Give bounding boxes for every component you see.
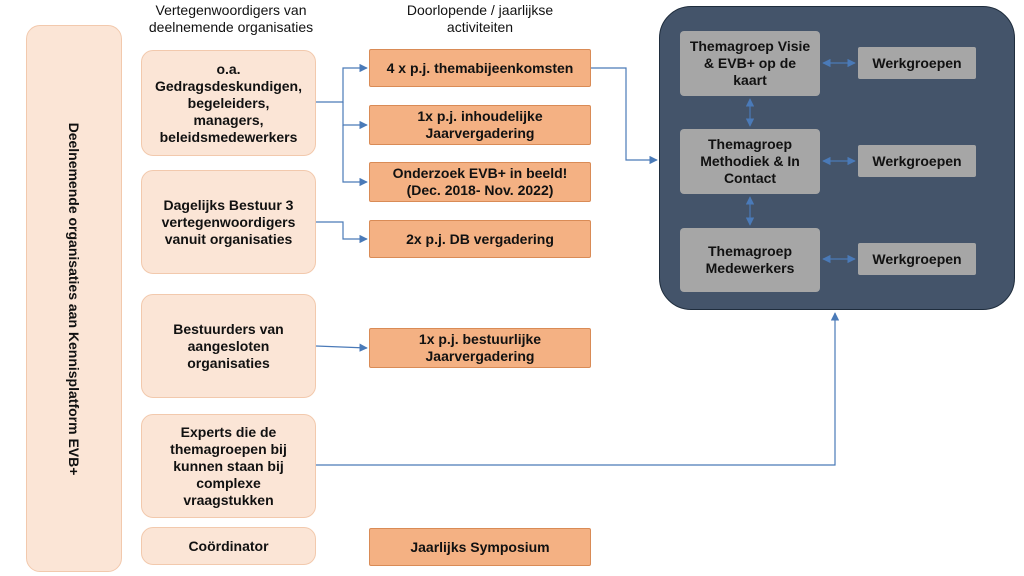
connector-theme-meetings-to-panel	[591, 67, 658, 165]
activity-theme-meetings: 4 x p.j. themabijeenkomsten	[369, 49, 591, 87]
header-representatives: Vertegenwoordigers van deelnemende organ…	[148, 2, 314, 35]
connector-directors-to-board-meeting	[315, 343, 368, 352]
rep-box-directors: Bestuurders van aangesloten organisaties	[141, 294, 316, 398]
werkgroepen-box-2: Werkgroepen	[858, 145, 976, 177]
werkgroepen-box-1: Werkgroepen	[858, 47, 976, 79]
activity-research: Onderzoek EVB+ in beeld! (Dec. 2018- Nov…	[369, 162, 591, 202]
themagroep-methodiek: Themagroep Methodiek & In Contact	[680, 129, 820, 194]
activity-symposium: Jaarlijks Symposium	[369, 528, 591, 566]
connector-staff-to-research	[342, 125, 368, 187]
rep-box-experts: Experts die de themagroepen bij kunnen s…	[141, 414, 316, 518]
connector-staff-to-theme-meetings	[316, 63, 368, 103]
rep-box-daily-board: Dagelijks Bestuur 3 vertegenwoordigers v…	[141, 170, 316, 274]
activity-annual-board-meeting: 1x p.j. bestuurlijke Jaarvergadering	[369, 328, 591, 368]
rep-box-staff: o.a. Gedragsdeskundigen, begeleiders, ma…	[141, 50, 316, 156]
themagroep-visie: Themagroep Visie & EVB+ op de kaart	[680, 31, 820, 96]
activity-annual-content-meeting: 1x p.j. inhoudelijke Jaarvergadering	[369, 105, 591, 145]
rep-box-coordinator: Coördinator	[141, 527, 316, 565]
werkgroepen-box-3: Werkgroepen	[858, 243, 976, 275]
participants-side-label: Deelnemende organisaties aan Kennisplatf…	[66, 122, 82, 475]
connector-staff-to-annual-meeting	[342, 102, 368, 130]
connector-board-to-db-meeting	[316, 221, 368, 244]
themagroep-medewerkers: Themagroep Medewerkers	[680, 228, 820, 292]
header-activities: Doorlopende / jaarlijkse activiteiten	[406, 2, 554, 35]
activity-db-meeting: 2x p.j. DB vergadering	[369, 220, 591, 258]
participants-side-box: Deelnemende organisaties aan Kennisplatf…	[26, 25, 122, 572]
